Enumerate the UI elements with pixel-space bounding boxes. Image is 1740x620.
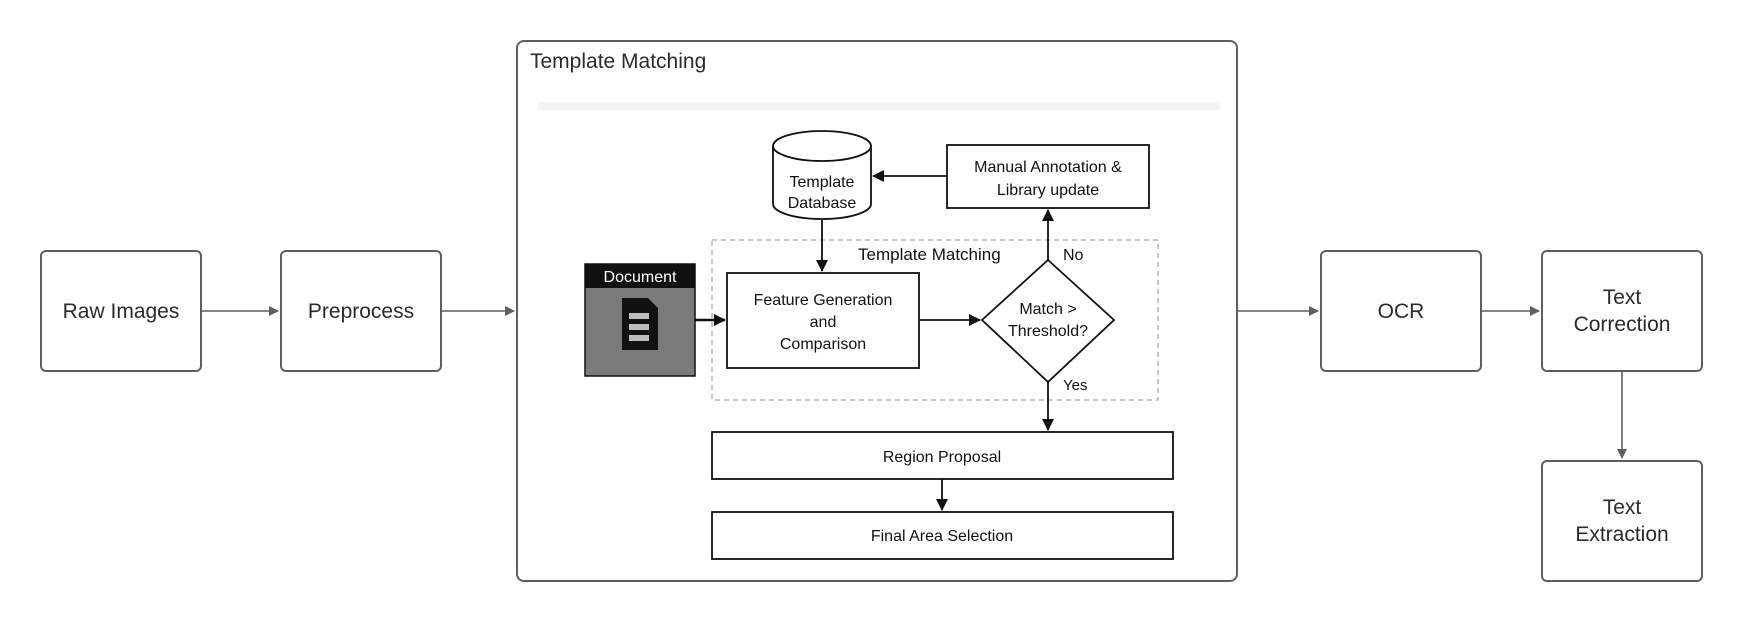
database-label-line-2: Database	[788, 195, 857, 212]
feature-generation-line-2: and	[810, 314, 837, 331]
manual-annotation-box	[946, 144, 1150, 209]
threshold-decision-diamond	[980, 258, 1116, 384]
feature-generation-box	[726, 272, 920, 369]
raw-images-label: Raw Images	[62, 299, 180, 323]
manual-annotation-line-1: Manual Annotation &	[974, 159, 1122, 176]
template-matching-dashed-region	[711, 239, 1159, 401]
decision-line-1: Match >	[1019, 301, 1076, 318]
feature-generation-line-1: Feature Generation	[754, 292, 893, 309]
text-correction-label-line-2: Correction	[1573, 313, 1671, 336]
ocr-label: OCR	[1377, 299, 1425, 323]
decision-line-2: Threshold?	[1008, 323, 1088, 340]
raw-images-node: Raw Images	[40, 250, 202, 372]
template-database-icon	[772, 130, 872, 220]
inner-region-label: Template Matching	[858, 245, 1001, 264]
text-extraction-node: Text Extraction	[1541, 460, 1703, 582]
text-extraction-label-line-2: Extraction	[1575, 523, 1669, 546]
document-icon	[584, 263, 696, 377]
text-correction-node: Text Correction	[1541, 250, 1703, 372]
database-label-line-1: Template	[790, 174, 855, 191]
final-area-selection-label: Final Area Selection	[871, 528, 1013, 545]
yes-label: Yes	[1063, 377, 1087, 394]
preprocess-node: Preprocess	[280, 250, 442, 372]
region-proposal-box	[711, 431, 1174, 480]
final-area-selection-box	[711, 511, 1174, 560]
preprocess-label: Preprocess	[307, 299, 415, 323]
template-matching-title: Template Matching	[530, 50, 707, 73]
text-extraction-label-line-1: Text	[1602, 496, 1642, 519]
ocr-node: OCR	[1320, 250, 1482, 372]
document-label: Document	[604, 269, 677, 286]
region-proposal-label: Region Proposal	[883, 449, 1001, 466]
text-correction-label-line-1: Text	[1602, 286, 1642, 309]
no-label: No	[1063, 247, 1084, 264]
feature-generation-line-3: Comparison	[780, 336, 866, 353]
manual-annotation-line-2: Library update	[997, 182, 1099, 199]
embedded-figure-band	[538, 102, 1220, 110]
